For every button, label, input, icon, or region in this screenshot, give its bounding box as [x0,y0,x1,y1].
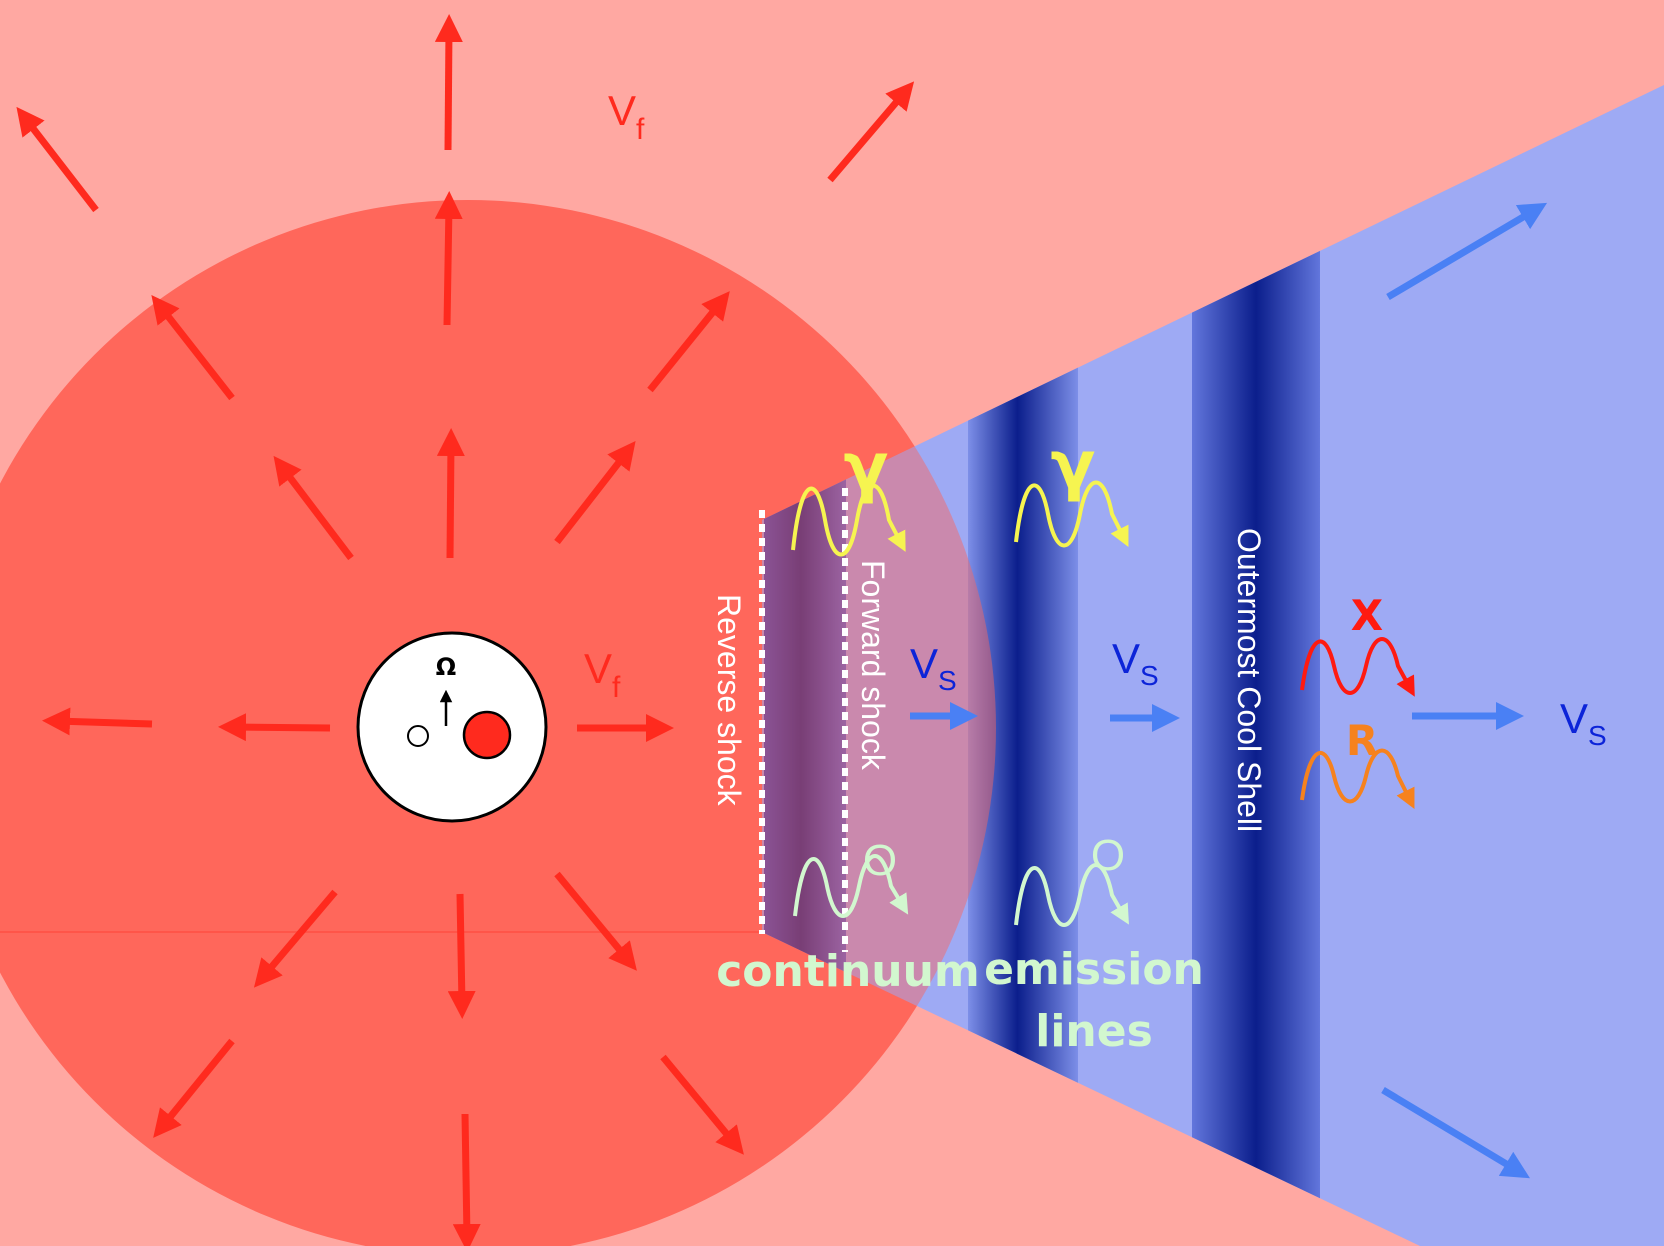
wind-velocity-arrow-icon [554,871,637,971]
xray-photon-icon [1300,637,1415,697]
vs-label-2: VS [1112,635,1159,691]
wind-velocity-arrow-icon [42,707,153,736]
emission-lines-label-1: emission [984,944,1204,995]
wind-velocity-arrow-icon [436,428,465,559]
gamma-label-2: γ [1051,427,1096,504]
wind-velocity-arrow-icon [827,81,915,183]
xray-label: X [1351,591,1383,640]
forward-shock-label: Forward shock [855,560,891,771]
wind-velocity-arrows [16,14,915,1246]
vs-label-1: VS [910,640,957,696]
wind-velocity-arrow-icon [434,191,463,326]
outer-shell-label: Outermost Cool Shell [1231,528,1267,832]
omega-label: Ω [436,653,456,681]
wind-velocity-arrow-icon [647,291,730,393]
radio-photon-icon [1300,748,1415,809]
companion-star [407,725,429,747]
wind-velocity-arrow-icon [554,440,636,545]
binary-system-circle [356,631,548,823]
shell-velocity-arrows [910,202,1548,1179]
vf-label-top: Vf [608,87,645,146]
wind-velocity-arrow-icon [273,455,354,561]
gamma-photon-1-icon [791,483,906,557]
primary-star [462,710,512,760]
wind-velocity-arrow-icon [151,294,235,401]
wind-velocity-arrow-icon [447,893,476,1019]
photon-arrows [791,480,1415,927]
vf-label-mid: Vf [584,645,621,704]
wind-velocity-arrow-icon [16,106,99,213]
reverse-shock-label: Reverse shock [711,594,747,807]
vs-label-3: VS [1560,695,1607,751]
emission-lines-label-2: lines [1035,1006,1153,1057]
wind-velocity-arrow-icon [253,889,338,988]
optical-photon-2-icon [1014,863,1129,927]
wind-velocity-arrow-icon [434,14,463,151]
wind-velocity-arrow-icon [218,713,331,742]
wind-velocity-arrow-icon [660,1054,744,1155]
optical-photon-1-icon [793,854,909,918]
wind-velocity-arrow-icon [452,1113,481,1246]
gamma-photon-2-icon [1014,480,1129,548]
shell-velocity-arrow-icon [1386,202,1548,301]
optical-label-2: O [1091,831,1125,880]
continuum-label: continuum [716,946,980,997]
wind-velocity-arrow-icon [153,1038,235,1138]
shell-velocity-arrow-icon [1381,1086,1531,1179]
